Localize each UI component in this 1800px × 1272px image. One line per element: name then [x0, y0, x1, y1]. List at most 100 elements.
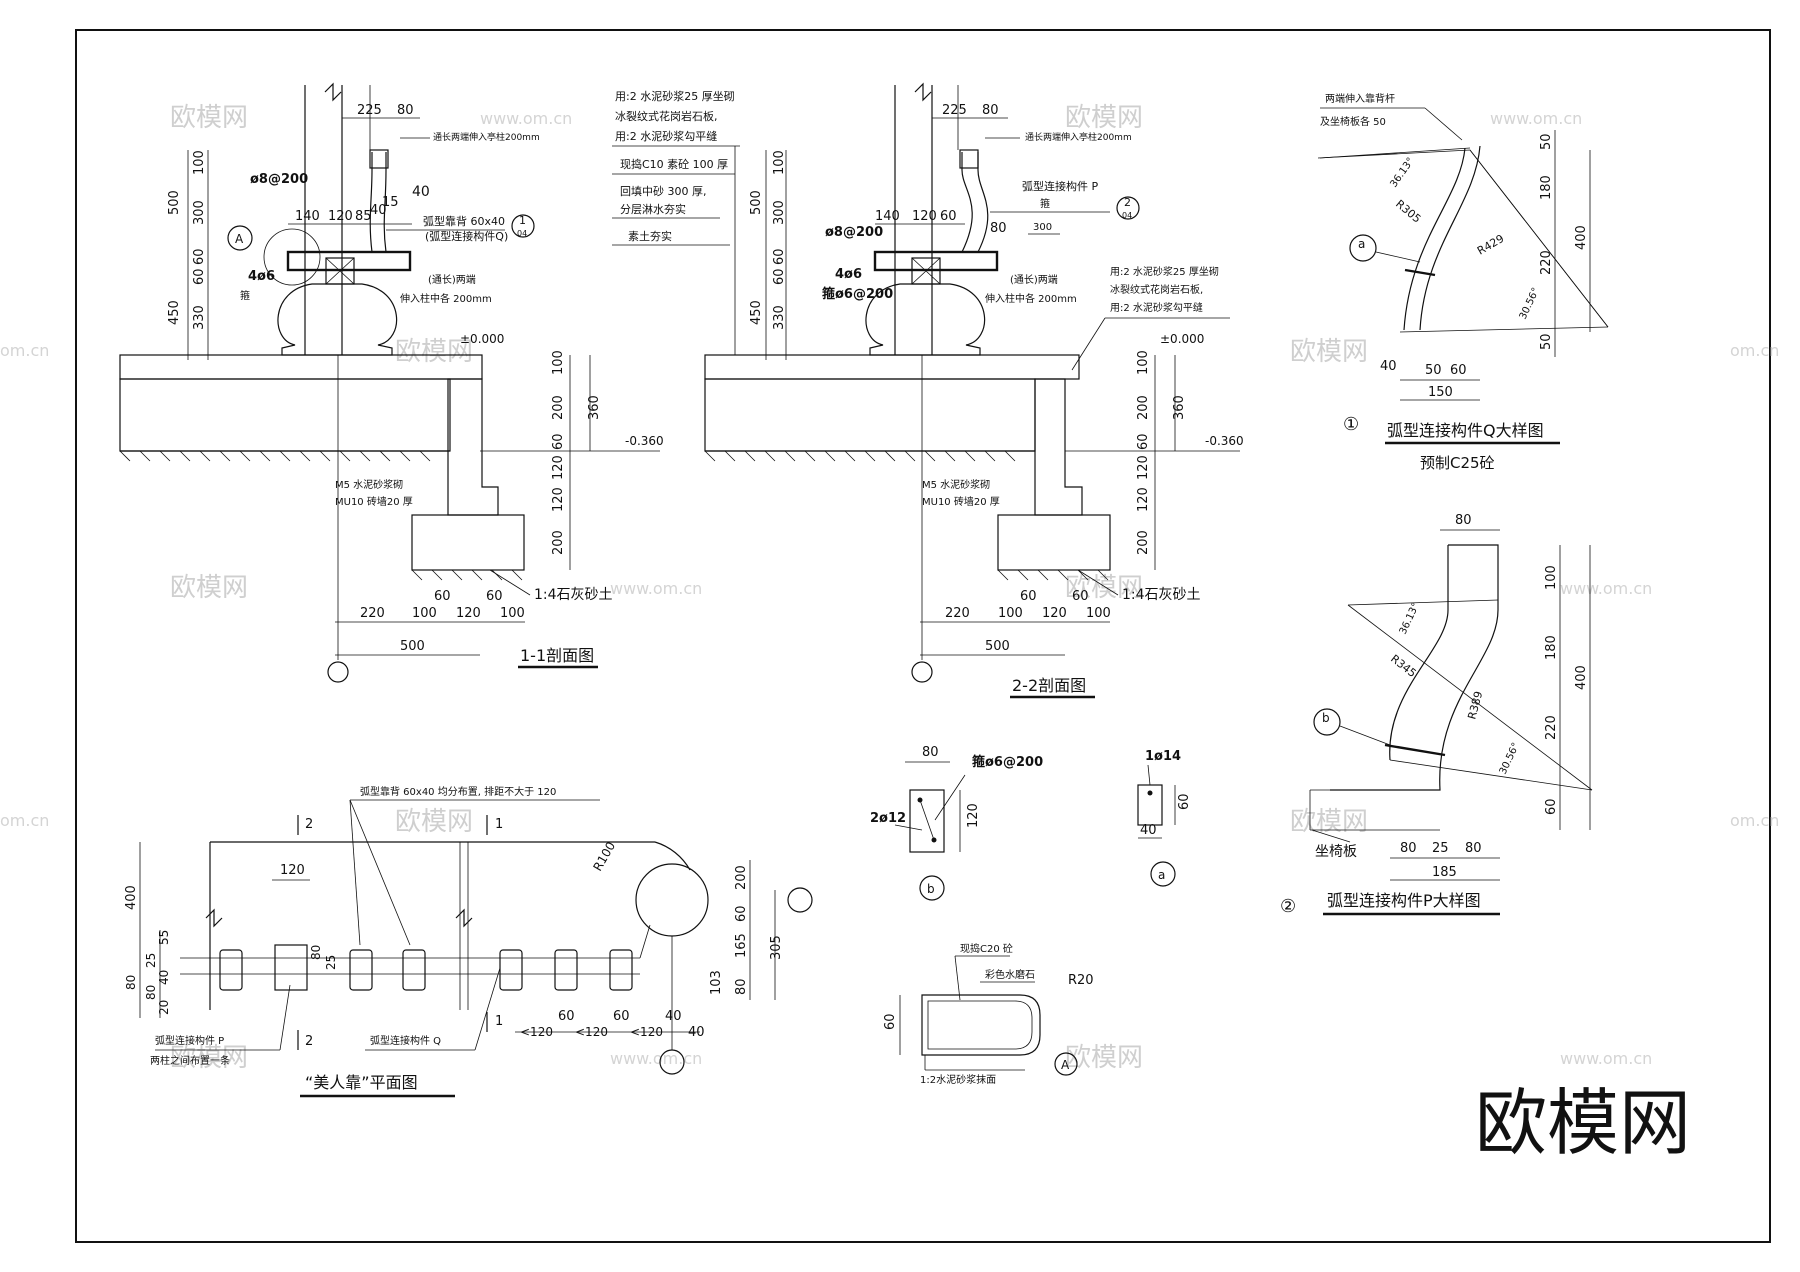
callout-A [1054, 1052, 1078, 1076]
svg-text:R20: R20 [1068, 973, 1094, 988]
brick-wall [1034, 378, 1083, 516]
watermark-brand: 欧模网 [395, 337, 473, 367]
dim-text: 500 [167, 190, 182, 215]
svg-text:225: 225 [942, 103, 967, 118]
dim-text: 140 [295, 209, 320, 224]
svg-text:箍: 箍 [1040, 197, 1050, 210]
backrest-post [499, 949, 523, 991]
callout-a [1349, 234, 1377, 262]
svg-text:100: 100 [500, 606, 525, 621]
watermark-brand: 欧模网 [1290, 807, 1368, 837]
svg-text:用:2 水泥砂浆勾平缝: 用:2 水泥砂浆勾平缝 [615, 129, 717, 143]
svg-text:60: 60 [551, 433, 566, 450]
dim-text: 100 [192, 150, 207, 175]
watermark-url: www.om.cn [1560, 579, 1652, 598]
watermark-url: om.cn [1730, 811, 1779, 830]
svg-text:<120: <120 [520, 1025, 553, 1039]
svg-text:冰裂纹式花岗岩石板,: 冰裂纹式花岗岩石板, [1110, 283, 1203, 296]
svg-text:180: 180 [1539, 175, 1554, 200]
svg-text:400: 400 [1574, 225, 1589, 250]
watermark-url: om.cn [1730, 341, 1779, 360]
pavilion-column [635, 863, 709, 937]
lime-soil-footing [411, 514, 525, 571]
svg-text:200: 200 [1136, 395, 1151, 420]
svg-text:80: 80 [1400, 841, 1417, 856]
watermark-brand: 欧模网 [1290, 337, 1368, 367]
svg-text:a: a [1158, 868, 1165, 882]
svg-text:b: b [1322, 711, 1330, 725]
svg-text:200: 200 [551, 395, 566, 420]
baluster [865, 283, 986, 356]
backrest-post [349, 949, 373, 991]
detail-callout [1116, 196, 1140, 220]
svg-text:(通长)两端: (通长)两端 [1010, 273, 1058, 286]
svg-text:①: ① [1343, 414, 1359, 435]
dim-text: 15 [382, 195, 399, 210]
svg-text:80: 80 [734, 978, 749, 995]
svg-text:60: 60 [1177, 793, 1192, 810]
svg-text:1:2水泥砂浆抹面: 1:2水泥砂浆抹面 [920, 1073, 996, 1086]
svg-text:220: 220 [945, 606, 970, 621]
svg-text:20: 20 [157, 1000, 171, 1015]
elevation-neg: -0.360 [625, 434, 664, 448]
watermark-brand: 欧模网 [170, 1043, 248, 1073]
svg-text:80: 80 [124, 975, 138, 990]
svg-text:素土夯实: 素土夯实 [628, 229, 672, 243]
svg-text:A: A [235, 232, 244, 246]
svg-text:预制C25砼: 预制C25砼 [1420, 454, 1495, 472]
svg-text:2: 2 [305, 817, 313, 832]
svg-text:80: 80 [982, 103, 999, 118]
svg-text:弧型连接构件 Q: 弧型连接构件 Q [370, 1034, 441, 1047]
svg-text:60: 60 [1072, 589, 1089, 604]
watermark-url: om.cn [0, 811, 49, 830]
watermark-brand: 欧模网 [1065, 573, 1143, 603]
detail-callout [511, 214, 535, 238]
svg-text:25: 25 [144, 953, 158, 968]
svg-text:用:2 水泥砂浆25 厚坐砌: 用:2 水泥砂浆25 厚坐砌 [1110, 265, 1219, 278]
svg-text:200: 200 [551, 530, 566, 555]
backrest-post [402, 949, 426, 991]
soil-hatch [119, 450, 431, 462]
svg-text:±0.000: ±0.000 [1160, 332, 1204, 346]
svg-text:2ø12: 2ø12 [870, 811, 906, 826]
svg-text:ø8@200: ø8@200 [825, 225, 883, 240]
svg-text:60: 60 [1020, 589, 1037, 604]
section-b: 80 箍ø6@200 2ø12 120 b [870, 745, 1043, 901]
detail-title: 弧型连接构件Q大样图 [1387, 421, 1544, 440]
callout-b [919, 875, 945, 901]
svg-text:140: 140 [875, 209, 900, 224]
seat-beam [873, 250, 999, 272]
svg-text:坐椅板: 坐椅板 [1315, 844, 1357, 860]
section-A: 现捣C20 砼 彩色水磨石 R20 60 1:2水泥砂浆抹面 A [883, 942, 1094, 1086]
dim-text: 330 [192, 305, 207, 330]
svg-text:1:4石灰砂土: 1:4石灰砂土 [1122, 587, 1201, 603]
svg-text:36.13°: 36.13° [1388, 156, 1416, 190]
svg-text:弧型连接构件 P: 弧型连接构件 P [1022, 179, 1098, 193]
svg-text:b: b [927, 882, 935, 896]
svg-text:<120: <120 [575, 1025, 608, 1039]
backrest-post [609, 949, 633, 991]
rebar-section-a [1137, 784, 1163, 826]
dim-text: 120 [328, 209, 353, 224]
svg-text:a: a [1358, 237, 1365, 251]
svg-text:185: 185 [1432, 865, 1457, 880]
svg-text:80: 80 [990, 221, 1007, 236]
rebar-label: ø8@200 [250, 172, 308, 187]
svg-text:-0.360: -0.360 [1205, 434, 1244, 448]
section-title: 1-1剖面图 [520, 646, 594, 665]
dim-text: 40 [412, 184, 430, 200]
watermark-url: www.om.cn [610, 1049, 702, 1068]
watermark-url: www.om.cn [610, 579, 702, 598]
svg-text:弧型靠背 60x40 均分布置, 排距不大于: 弧型靠背 60x40 均分布置, 排距不大于 120 [360, 785, 556, 798]
svg-text:220: 220 [360, 606, 385, 621]
svg-text:100: 100 [1086, 606, 1111, 621]
watermark-brand: 欧模网 [395, 807, 473, 837]
svg-text:305: 305 [769, 935, 784, 960]
backrest-post [554, 949, 578, 991]
detail-callout-A [227, 225, 253, 251]
svg-text:04: 04 [1122, 211, 1132, 220]
backrest-post [219, 949, 243, 991]
svg-text:60: 60 [940, 209, 957, 224]
note-text: MU10 砖墙20 厚 [335, 495, 413, 508]
